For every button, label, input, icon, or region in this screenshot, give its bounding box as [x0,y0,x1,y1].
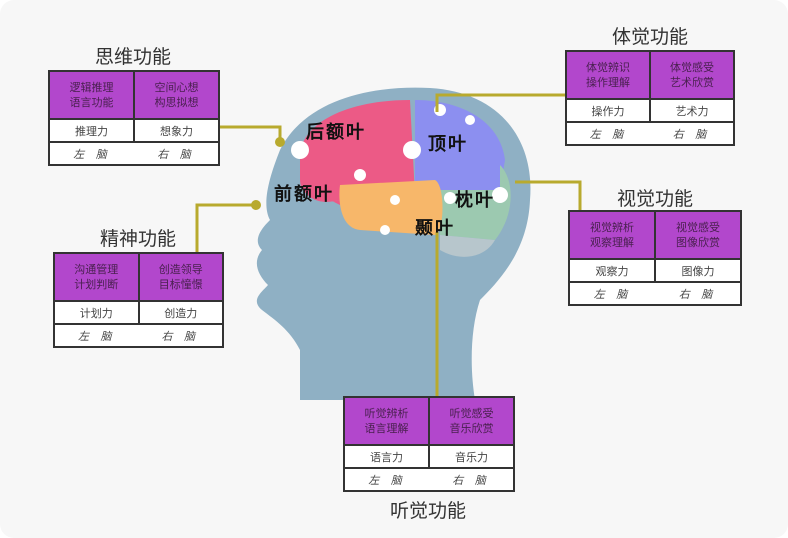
cell: 听觉辨析 语言理解 [345,398,428,444]
cell: 左 脑 [78,329,116,343]
cell: 操作力 [591,104,625,118]
panel-title-thinking: 思维功能 [94,46,171,68]
connectors [195,93,582,398]
cell: 观察力 [595,264,629,278]
panel-auditory: 听觉辨析 语言理解听觉感受 音乐欣赏 语言力 音乐力 左 脑 右 脑 [343,396,515,492]
panel-title-somatic: 体觉功能 [611,26,688,48]
cell: 沟通管理 计划判断 [55,254,138,300]
cell: 右 脑 [157,147,195,161]
cell: 想象力 [133,120,218,141]
panel-title-visual: 视觉功能 [616,188,693,210]
cell: 听觉感受 音乐欣赏 [428,398,513,444]
cell: 图像力 [654,260,740,281]
cell: 左 脑 [73,147,111,161]
cell: 计划力 [79,306,113,320]
cell: 语言力 [370,450,403,464]
label-rear-frontal-lobe: 后额叶 [306,122,366,143]
cell: 艺术力 [649,100,733,121]
label-parietal-lobe: 顶叶 [428,134,468,155]
cell: 右 脑 [678,287,717,301]
cell: 创造力 [137,302,223,323]
label-temporal-lobe: 颞叶 [415,218,455,239]
node-dots [291,104,508,235]
cell: 体觉辨识 操作理解 [567,52,649,98]
label-occipital-lobe: 枕叶 [455,190,495,211]
cell: 创造领导 目标憧憬 [137,254,222,300]
panel-mental: 沟通管理 计划判断创造领导 目标憧憬 计划力 创造力 左 脑 右 脑 [53,252,224,348]
cell: 视觉辨析 观察理解 [570,212,654,258]
cell: 右 脑 [161,329,199,343]
temporal-lobe [339,180,443,235]
panel-title-auditory: 听觉功能 [389,500,466,522]
label-prefrontal-lobe: 前额叶 [274,184,334,205]
cell: 视觉感受 图像欣赏 [654,212,740,258]
panel-title-mental: 精神功能 [99,228,176,250]
cell: 空间心想 构思拟想 [133,72,218,118]
cell: 左 脑 [593,287,632,301]
rear-frontal-lobe [300,100,415,202]
panel-thinking: 逻辑推理 语言功能空间心想 构思拟想 推理力 想象力 左 脑 右 脑 [48,70,220,166]
cerebellum [440,235,495,257]
cell: 体觉感受 艺术欣赏 [649,52,733,98]
panel-somatic: 体觉辨识 操作理解体觉感受 艺术欣赏 操作力 艺术力 左 脑 右 脑 [565,50,735,146]
parietal-lobe [415,100,505,190]
panel-visual: 视觉辨析 观察理解视觉感受 图像欣赏 观察力 图像力 左 脑 右 脑 [568,210,742,306]
cell: 右 脑 [452,473,490,487]
cell: 逻辑推理 语言功能 [50,72,133,118]
cell: 推理力 [75,124,108,138]
cell: 右 脑 [672,127,711,141]
occipital-lobe [440,165,511,240]
cell: 左 脑 [368,473,406,487]
cell: 左 脑 [589,127,628,141]
cell: 音乐力 [428,446,513,467]
